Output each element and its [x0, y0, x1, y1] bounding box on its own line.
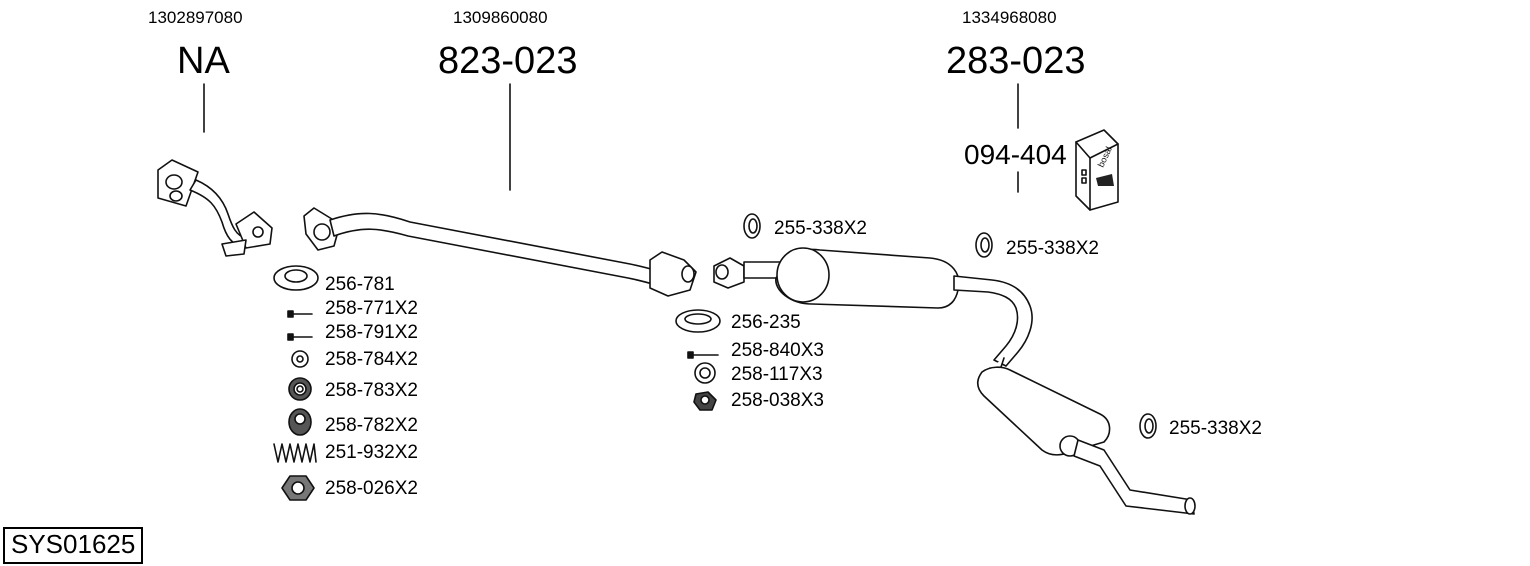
- bolt-258-791: [287, 333, 313, 341]
- part-label-255-338-middle: 255-338X2: [774, 218, 867, 239]
- part-label-258-784: 258-784X2: [325, 349, 418, 370]
- part-label-258-791: 258-791X2: [325, 322, 418, 343]
- part-number-094-404: 094-404: [964, 139, 1067, 170]
- nut-258-782: [288, 408, 312, 436]
- part-label-258-783: 258-783X2: [325, 380, 418, 401]
- system-code-box: SYS01625: [3, 527, 144, 564]
- ring-255-338-middle: [743, 213, 761, 239]
- part-number-283-023: 283-023: [946, 40, 1086, 82]
- gasket-256-235: [675, 309, 721, 333]
- hex-nut-258-026: [281, 475, 315, 501]
- intermediate-pipe-823-023: [303, 207, 697, 297]
- oe-number-1: 1302897080: [148, 8, 243, 27]
- part-label-255-338-right-lower: 255-338X2: [1169, 418, 1262, 439]
- ring-255-338-right-lower: [1139, 413, 1157, 439]
- washer-258-784: [291, 350, 309, 368]
- part-label-251-932: 251-932X2: [325, 442, 418, 463]
- part-label-258-117: 258-117X3: [731, 364, 823, 385]
- part-label-258-026: 258-026X2: [325, 478, 418, 499]
- part-label-256-235: 256-235: [731, 312, 801, 333]
- silencer-283-023: [713, 247, 1196, 515]
- part-label-258-840: 258-840X3: [731, 340, 824, 361]
- spring-251-932: [273, 443, 317, 463]
- part-label-256-781: 256-781: [325, 274, 395, 295]
- gasket-256-781: [273, 265, 319, 291]
- part-label-258-038: 258-038X3: [731, 390, 824, 411]
- bosal-kit-box-094-404: bosal: [1075, 129, 1119, 211]
- front-pipe-na: [157, 159, 273, 257]
- part-label-258-771: 258-771X2: [325, 298, 418, 319]
- part-label-255-338-right-upper: 255-338X2: [1006, 238, 1099, 259]
- bolt-258-840: [687, 351, 719, 359]
- bolt-258-771: [287, 310, 313, 318]
- part-label-258-782: 258-782X2: [325, 415, 418, 436]
- part-number-823-023: 823-023: [438, 40, 578, 82]
- nut-258-038: [693, 391, 717, 411]
- washer-258-117: [694, 362, 716, 384]
- part-number-na: NA: [177, 40, 230, 82]
- nut-258-783: [288, 377, 312, 401]
- ring-255-338-right-upper: [975, 232, 993, 258]
- oe-number-3: 1334968080: [962, 8, 1057, 27]
- oe-number-2: 1309860080: [453, 8, 548, 27]
